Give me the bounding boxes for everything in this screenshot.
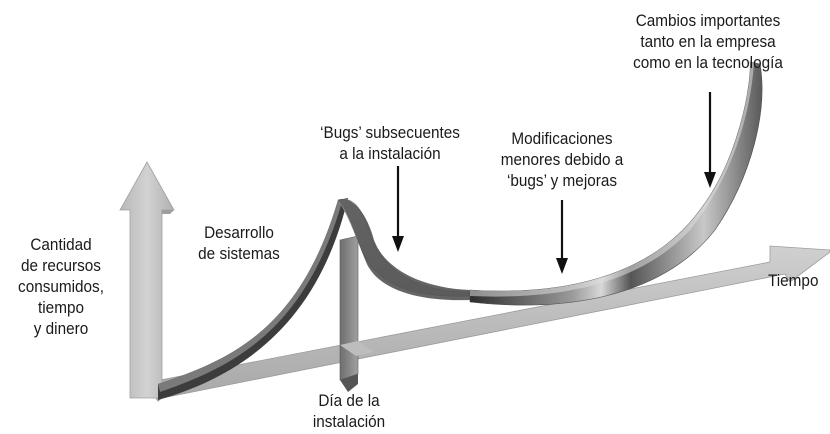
pointer-arrow-major — [704, 92, 716, 188]
time-axis-arrow — [147, 245, 830, 402]
time-axis-label: Tiempo — [768, 271, 819, 290]
major-changes-label: Cambios importantes tanto en la empresa … — [633, 11, 783, 72]
minor-changes-label: Modificaciones menores debido a ‘bugs’ y… — [500, 129, 624, 190]
development-label: Desarrollo de sistemas — [198, 223, 280, 263]
resources-axis-arrow — [119, 161, 175, 399]
resources-axis-label: Cantidad de recursos consumidos, tiempo … — [18, 235, 104, 338]
post-install-bugs-label: ‘Bugs’ subsecuentes a la instalación — [320, 123, 460, 163]
installation-day-label: Día de la instalación — [312, 391, 386, 431]
pointer-arrow-minor — [556, 200, 568, 274]
installation-day-post — [339, 235, 374, 392]
lifecycle-curve — [158, 61, 763, 400]
pointer-arrow-bugs — [392, 166, 404, 252]
